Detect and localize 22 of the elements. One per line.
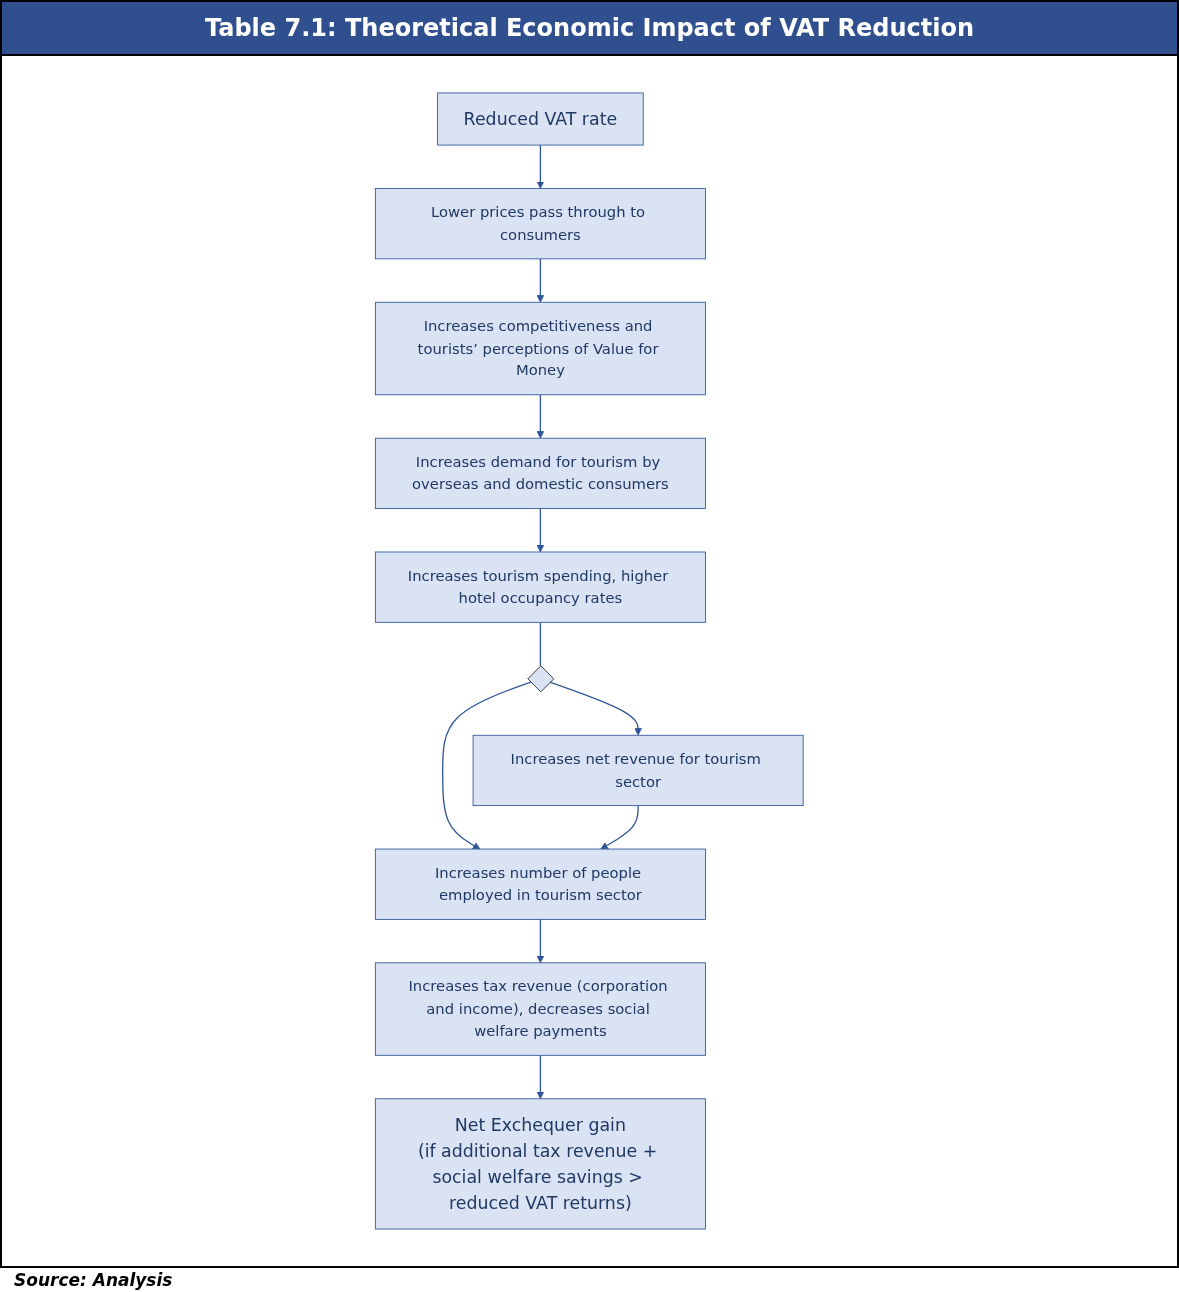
arrow (549, 681, 643, 736)
arrow (536, 918, 545, 964)
node-box: Lower prices pass through to consumers (375, 188, 707, 260)
arrow (536, 258, 545, 303)
arrow (600, 804, 639, 850)
arrow (536, 144, 545, 189)
node-box: Increases net revenue for tourism sector (472, 734, 804, 807)
arrow (536, 1054, 545, 1100)
node-box: Increases competitiveness and tourists’ perceptions of Value for Money (375, 301, 707, 396)
node-box: Increases demand for tourism by overseas and domestic consumers (375, 437, 707, 509)
node-box: Reduced VAT rate (437, 92, 644, 146)
node-box: Increases tourism spending, higher hotel occupancy rates (375, 551, 707, 623)
node-diamond (527, 665, 555, 693)
table-title: Table 7.1: Theoretical Economic Impact of VAT Reduction (0, 0, 1179, 56)
arrow (536, 507, 545, 553)
node-box: Increases number of people employed in tourism sector (375, 848, 707, 920)
node-box: Net Exchequer gain (if additional tax revenue + social welfare savings > reduced VAT returns) (375, 1098, 707, 1230)
node-box: Increases tax revenue (corporation and income), decreases social welfare payments (375, 962, 707, 1056)
connector (540, 621, 542, 667)
arrow (536, 394, 545, 439)
source-note: Source: Analysis (13, 1269, 174, 1292)
arrow (442, 681, 532, 850)
